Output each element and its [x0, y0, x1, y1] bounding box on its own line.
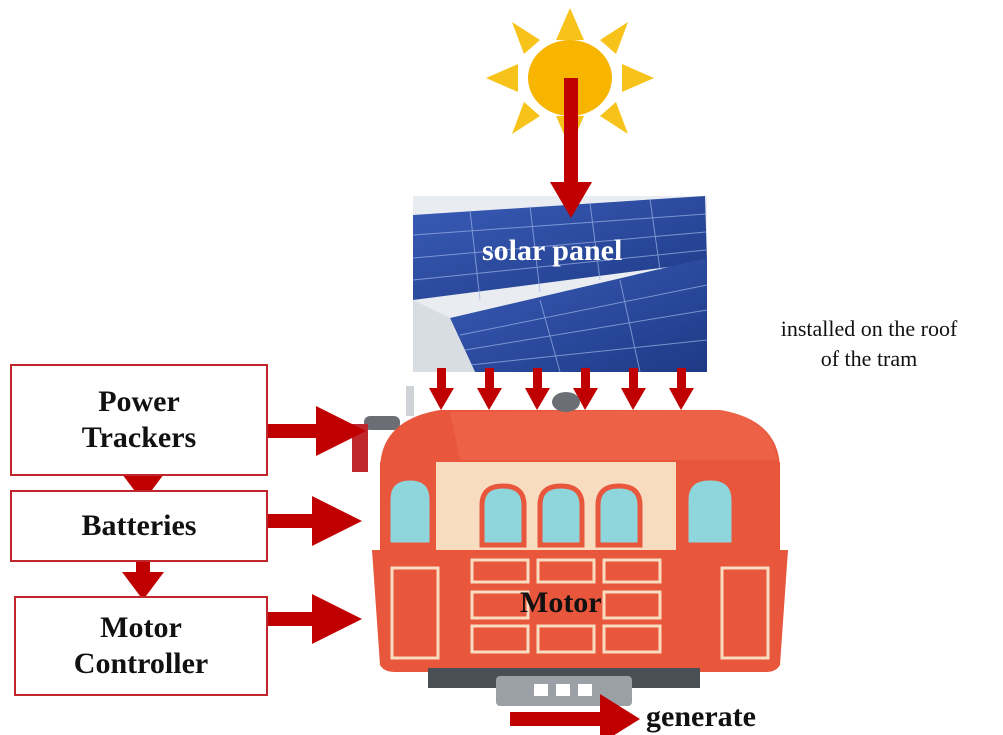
- batteries-box: Batteries: [10, 490, 268, 562]
- generate-arrow: [510, 694, 640, 735]
- power-trackers-label: Power Trackers: [81, 385, 197, 454]
- motor-controller-label: Motor Controller: [73, 611, 209, 680]
- arrow-batteries-to-motor-controller: [122, 560, 164, 600]
- arrow-sun-to-panel: [550, 78, 592, 218]
- solar-panel-label: solar panel: [482, 234, 623, 267]
- power-trackers-box: Power Trackers: [10, 364, 268, 476]
- batteries-label: Batteries: [81, 509, 197, 542]
- tram-illustration: [352, 386, 788, 706]
- arrows-panel-to-roof: [429, 368, 694, 410]
- motor-controller-box: Motor Controller: [14, 596, 268, 696]
- motor-label: Motor: [520, 586, 602, 619]
- roof-note-label: installed on the roof of the tram: [780, 316, 958, 371]
- generate-label: generate: [646, 700, 756, 733]
- solar-panel-image: [412, 196, 708, 373]
